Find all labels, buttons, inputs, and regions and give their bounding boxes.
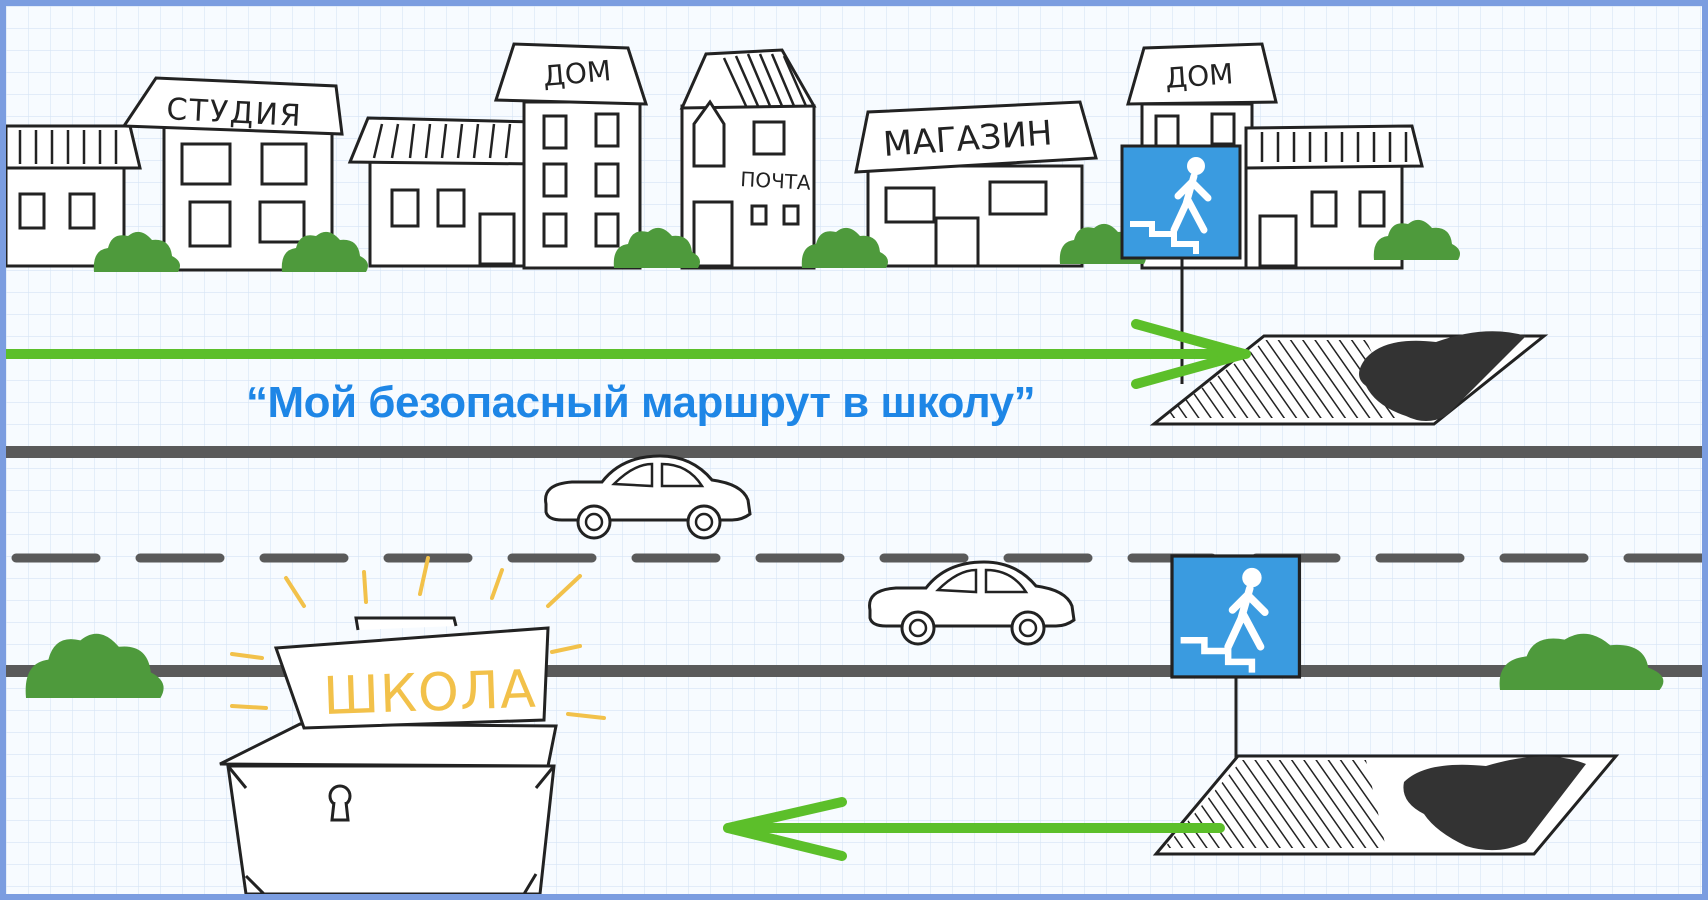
road-edge-top	[6, 446, 1702, 458]
underpass-entrance-top	[1149, 331, 1549, 426]
building-house-1-low	[347, 116, 540, 268]
route-illustration: СТУДИЯ ДОМ ПОЧТА МАГАЗИН	[6, 6, 1702, 894]
building-shop	[854, 100, 1098, 268]
road-edge-bottom	[6, 665, 1702, 677]
house-1-label: ДОМ	[542, 54, 613, 93]
building-post-office	[679, 48, 817, 270]
school-building	[219, 616, 558, 894]
building-left-edge	[6, 124, 142, 268]
route-arrow-back	[723, 797, 1225, 861]
keyhole-icon	[328, 784, 352, 822]
building-house-1	[493, 42, 649, 270]
underpass-entrance-bottom	[1152, 754, 1620, 856]
pedestrian-underpass-sign-icon	[1122, 146, 1240, 384]
route-arrow-forward	[6, 319, 1251, 389]
school-rays	[230, 556, 606, 720]
studio-label: СТУДИЯ	[166, 92, 304, 134]
school-label: ШКОЛА	[322, 660, 537, 727]
page-title: “Мой безопасный маршрут в школу”	[246, 378, 1036, 427]
post-label: ПОЧТА	[740, 167, 812, 195]
house-2-label: ДОМ	[1164, 57, 1234, 95]
